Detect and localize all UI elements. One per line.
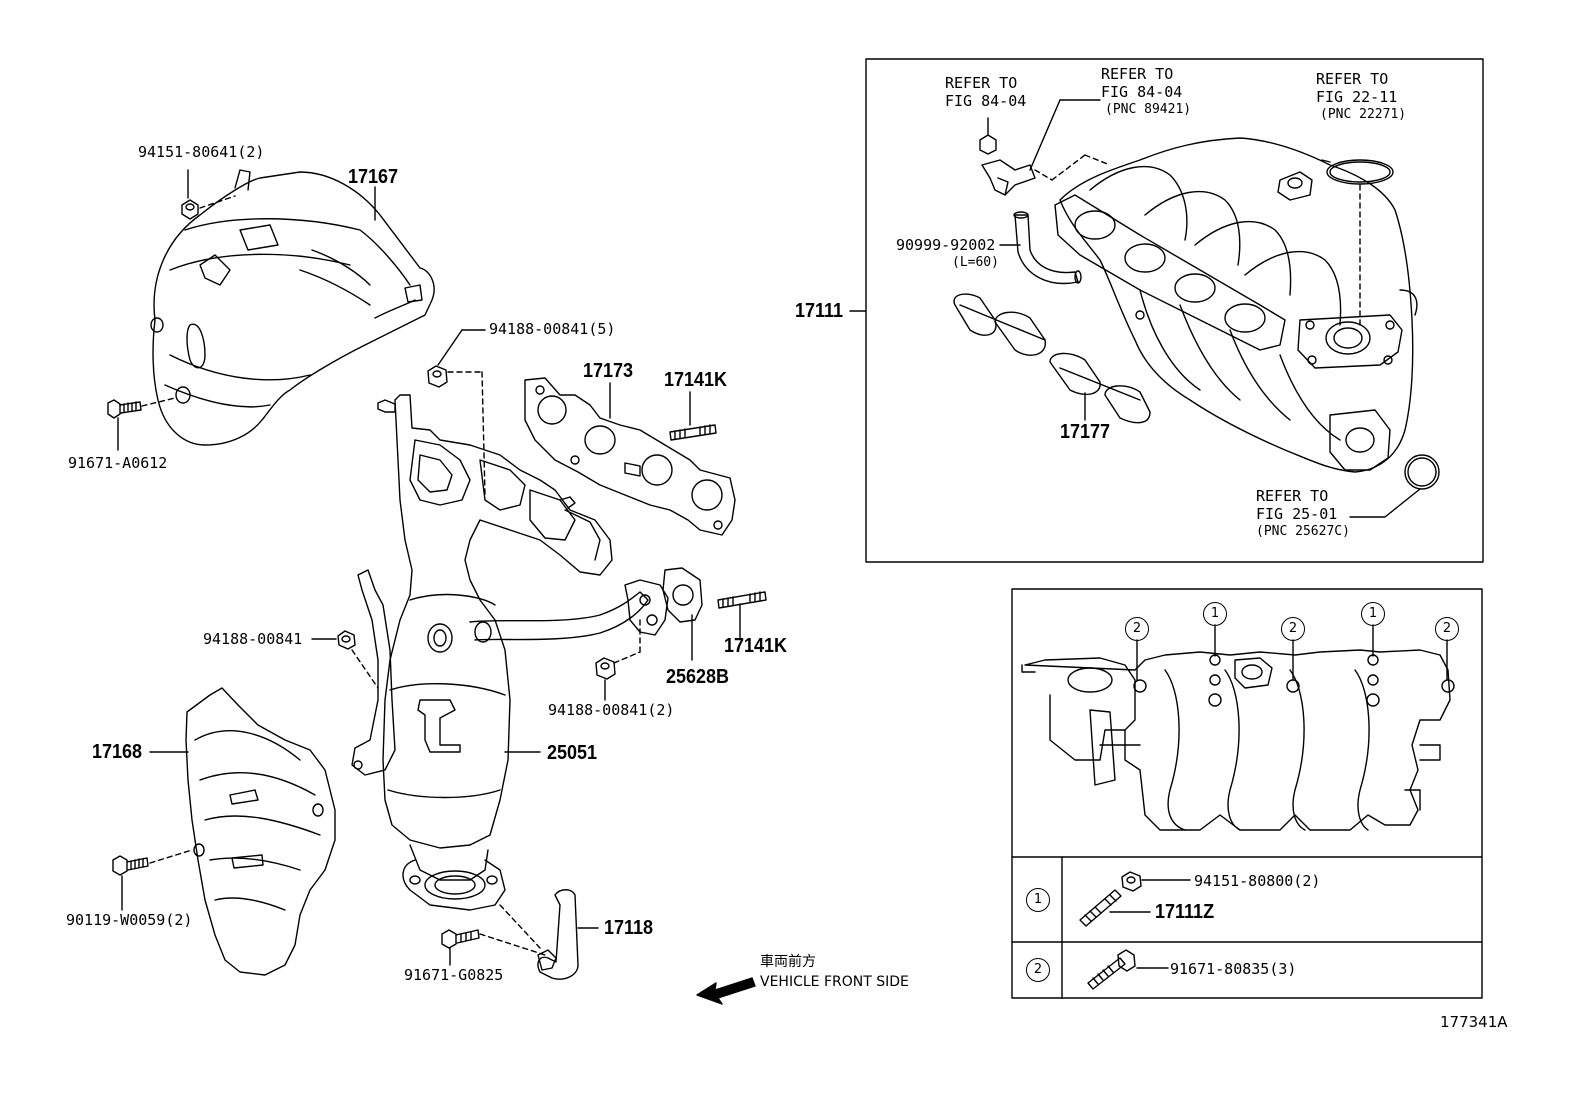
hose-90999-92002-drawing: [999, 211, 1082, 285]
o-ring-25627C-drawing: [1349, 454, 1440, 518]
vehicle-front-label-jp: 車両前方: [760, 954, 816, 970]
label-94151-80641: 94151-80641(2): [138, 143, 265, 161]
label-94151-80800: 94151-80800(2): [1194, 872, 1321, 890]
label-25628B: 25628B: [666, 666, 730, 688]
gasket-17173-drawing: [524, 377, 736, 536]
label-17167: 17167: [348, 166, 399, 188]
label-17168: 17168: [92, 741, 143, 763]
bolt-90119-W0059-drawing: [112, 849, 193, 911]
stud-17111Z-drawing: [1079, 889, 1151, 927]
bracket-17118-drawing: [537, 889, 599, 980]
label-90999-92002: 90999-92002: [896, 236, 996, 254]
legend-marker-1: 1: [1026, 888, 1050, 912]
sensor-84-04-drawing: [979, 99, 1111, 196]
heat-insulator-upper-drawing: [150, 169, 435, 446]
nut-94151-80800-drawing: [1121, 871, 1191, 892]
intake-manifold-drawing: [1054, 137, 1418, 473]
marker-2: 2: [1435, 617, 1459, 641]
gasket-25628B-drawing: [662, 567, 703, 661]
label-17177: 17177: [1060, 421, 1111, 443]
heat-insulator-lower-drawing: [149, 687, 336, 976]
stud-17141K-top-drawing: [669, 391, 717, 441]
label-17111Z: 17111Z: [1155, 901, 1215, 923]
legend-marker-2: 2: [1026, 958, 1050, 982]
bolt-91671-A0612-drawing: [107, 397, 176, 451]
stud-17141K-bottom-drawing: [717, 591, 767, 639]
vehicle-front-arrow-icon: [696, 977, 756, 1005]
label-17141K-top: 17141K: [664, 369, 728, 391]
vehicle-front-label: VEHICLE FRONT SIDE: [760, 974, 909, 990]
label-17173: 17173: [583, 360, 634, 382]
nut-94188-00841-drawing: [311, 630, 379, 689]
marker-2: 2: [1281, 617, 1305, 641]
label-91671-G0825: 91671-G0825: [404, 966, 504, 984]
detail-frame: [1011, 588, 1483, 999]
bolt-91671-80835-drawing: [1087, 949, 1169, 990]
label-90119-W0059: 90119-W0059(2): [66, 911, 193, 929]
marker-1: 1: [1203, 602, 1227, 626]
label-25051: 25051: [547, 742, 598, 764]
manifold-converter-drawing: [351, 394, 669, 911]
label-91671-80835: 91671-80835(3): [1170, 960, 1297, 978]
label-17111: 17111: [795, 300, 844, 322]
figure-id: 177341A: [1440, 1013, 1508, 1031]
label-91671-A0612: 91671-A0612: [68, 454, 168, 472]
marker-1: 1: [1361, 602, 1385, 626]
manifold-top-view-drawing: [1021, 624, 1455, 831]
nut-94188-00841-2-drawing: [595, 619, 641, 701]
label-17118: 17118: [604, 917, 654, 939]
nut-94188-00841-5-drawing: [427, 329, 486, 496]
label-94188-00841-2: 94188-00841(2): [548, 701, 675, 719]
bolt-91671-G0825-drawing: [441, 904, 546, 966]
nut-94151-80641-drawing: [181, 169, 236, 220]
marker-2: 2: [1125, 617, 1149, 641]
label-94188-00841-5: 94188-00841(5): [489, 320, 616, 338]
label-90999-length: (L=60): [952, 255, 999, 270]
label-94188-00841: 94188-00841: [203, 630, 303, 648]
o-ring-22271-drawing: [1321, 159, 1394, 326]
label-17141K-bottom: 17141K: [724, 635, 788, 657]
gasket-17177-drawing: [953, 293, 1151, 424]
